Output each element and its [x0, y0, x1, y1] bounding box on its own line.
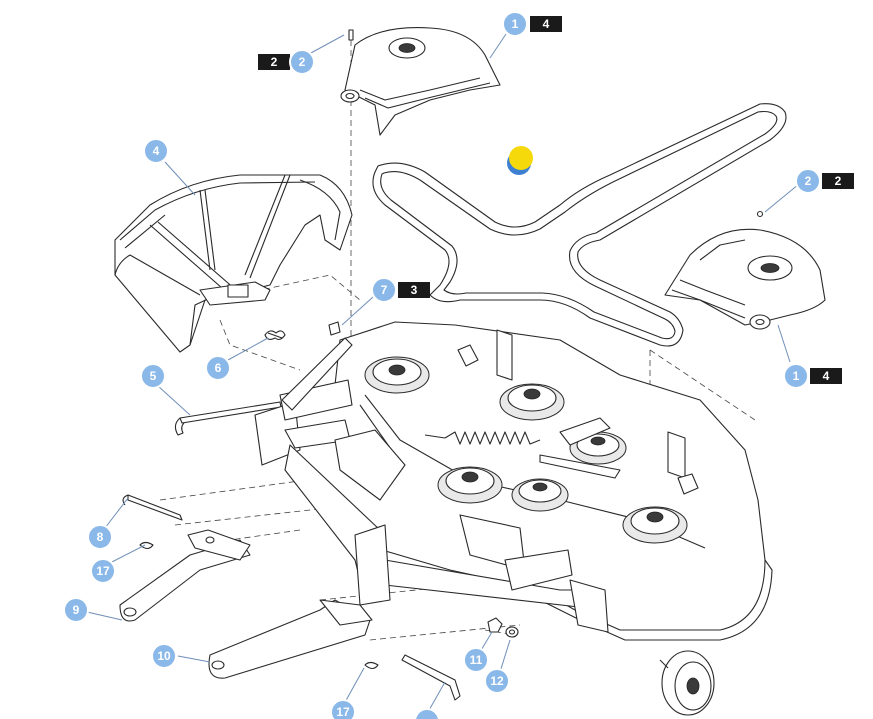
pulley-top-center	[499, 383, 565, 421]
callout-number: 10	[157, 649, 171, 663]
callout-number: 7	[381, 283, 388, 297]
discharge-chute	[114, 174, 353, 353]
svg-text:3: 3	[411, 283, 418, 297]
callout-6: 6	[205, 355, 231, 381]
callout-number: 4	[153, 144, 160, 158]
pulley-center-right	[511, 478, 569, 512]
callout-number: 5	[150, 369, 157, 383]
svg-text:2: 2	[271, 55, 278, 69]
lower-pin	[139, 541, 461, 701]
svg-text:4: 4	[823, 369, 830, 383]
front-axle-frame	[284, 444, 609, 633]
callout-17-lower: 17	[330, 699, 356, 719]
lift-pin-8	[122, 494, 183, 521]
pulley-right	[622, 506, 688, 544]
callout-number: 6	[215, 361, 222, 375]
belt-highlight-marker	[507, 146, 533, 175]
callout-number: 2	[299, 55, 306, 69]
anti-scalp-wheel	[659, 650, 715, 716]
callout-11: 11	[463, 647, 489, 673]
callout-number: 11	[470, 653, 483, 667]
pulley-left	[364, 356, 430, 394]
qty-tag: 3	[398, 282, 430, 298]
callout-number: 2	[805, 174, 812, 188]
spindle-cover-right	[664, 210, 826, 330]
callout-number: 12	[490, 674, 504, 688]
callout-number: 17	[336, 705, 350, 719]
svg-text:4: 4	[543, 17, 550, 31]
callout-7: 7 3	[371, 277, 430, 303]
qty-tag: 4	[810, 368, 842, 384]
callout-4: 4	[143, 138, 169, 164]
qty-tag: 4	[530, 16, 562, 32]
callout-leaders	[86, 33, 800, 713]
drive-belt	[372, 103, 787, 347]
spindle-cover-top	[340, 27, 501, 136]
callout-number: 9	[73, 603, 80, 617]
callout-8: 8	[87, 524, 113, 550]
torsion-spring	[264, 330, 286, 341]
mower-deck	[289, 321, 773, 641]
pulley-idler-right	[569, 431, 627, 465]
callout-1-right: 1 4	[783, 363, 842, 389]
callout-number: 8	[97, 530, 104, 544]
pulley-center-left	[437, 466, 503, 504]
callout-9: 9	[63, 597, 89, 623]
callout-2-top-left: 2 2	[258, 49, 315, 75]
callout-number: 1	[512, 17, 519, 31]
callout-2-right: 2 2	[795, 168, 854, 194]
qty-tag: 2	[258, 54, 290, 70]
callout-17-upper: 17	[90, 558, 116, 584]
nut-and-washer	[487, 617, 519, 638]
callout-number: 1	[793, 369, 800, 383]
callout-partial-bottom	[414, 708, 440, 719]
lift-arm-9	[119, 529, 251, 622]
callout-12: 12	[484, 668, 510, 694]
callout-5: 5	[140, 363, 166, 389]
callout-number: 17	[96, 564, 110, 578]
callout-1-top: 1 4	[502, 11, 562, 37]
svg-text:2: 2	[835, 174, 842, 188]
callout-10: 10	[151, 643, 177, 669]
qty-tag: 2	[822, 173, 854, 189]
lift-arm-10	[208, 599, 373, 679]
